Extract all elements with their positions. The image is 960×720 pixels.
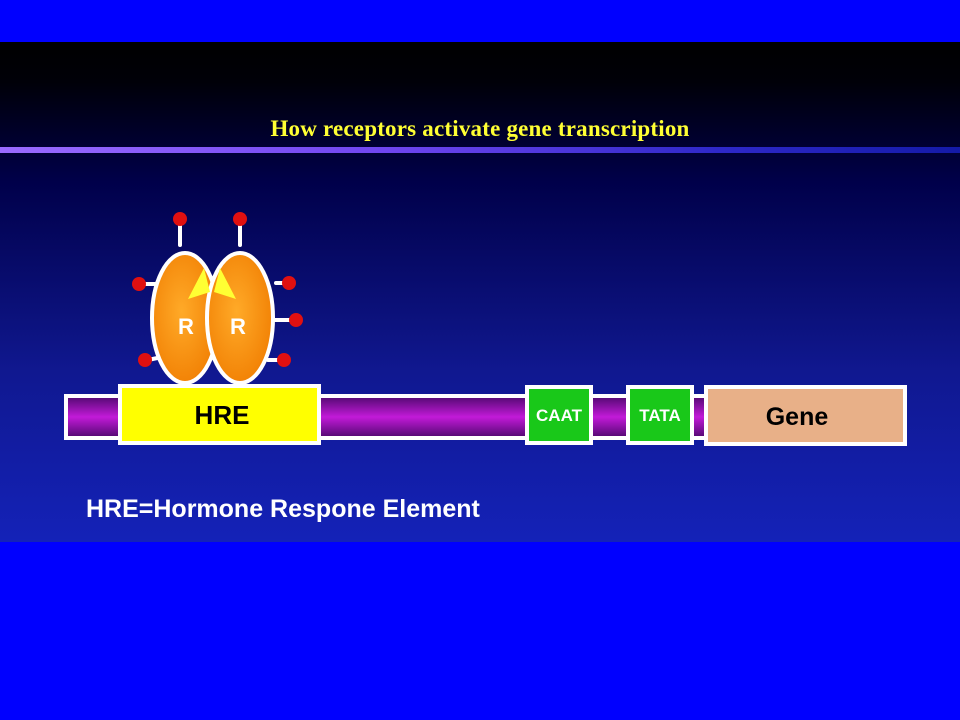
slide-title: How receptors activate gene transcriptio… — [270, 116, 690, 141]
ligand-dot — [282, 276, 296, 290]
title-underline — [0, 147, 960, 153]
gene-transcription-diagram: HRE CAAT TATA Gene — [64, 212, 907, 446]
receptor-right-label: R — [230, 314, 246, 339]
ligand-dot — [138, 353, 152, 367]
ligand-dot — [173, 212, 187, 226]
caat-label: CAAT — [536, 406, 583, 425]
receptor-left-label: R — [178, 314, 194, 339]
receptor-left-arrow — [188, 268, 210, 299]
gene-label: Gene — [766, 403, 829, 431]
tata-box: TATA — [626, 385, 694, 445]
slide-panel: How receptors activate gene transcriptio… — [0, 42, 960, 542]
hormone-ligands — [132, 212, 303, 367]
hre-label: HRE — [195, 400, 250, 430]
ligand-dot — [277, 353, 291, 367]
receptor-dimer: R R — [150, 251, 275, 385]
hre-element: HRE — [118, 384, 321, 445]
ligand-dot — [289, 313, 303, 327]
tata-label: TATA — [639, 406, 681, 425]
hre-definition: HRE=Hormone Respone Element — [86, 495, 480, 523]
gene-box: Gene — [704, 385, 907, 446]
ligand-dot — [233, 212, 247, 226]
ligand-dot — [132, 277, 146, 291]
caat-box: CAAT — [525, 385, 593, 445]
receptor-right-arrow — [214, 268, 236, 299]
